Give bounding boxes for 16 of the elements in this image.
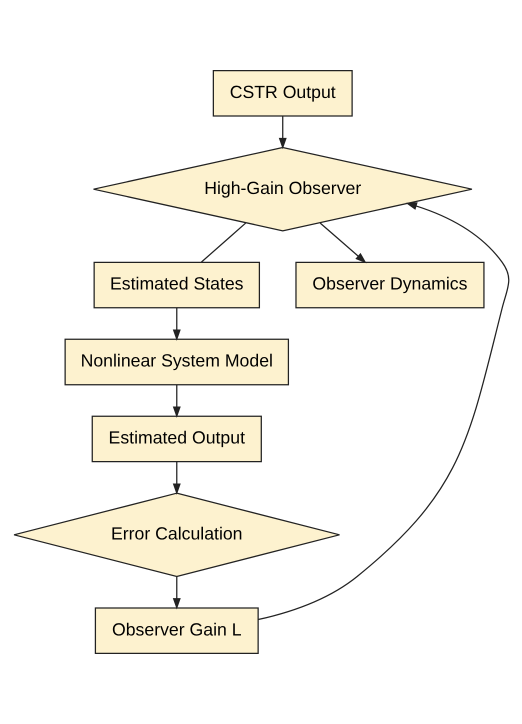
arrow xyxy=(172,462,180,495)
node-box: Estimated Output xyxy=(91,416,262,462)
arrow xyxy=(258,202,509,620)
node-box: Estimated States xyxy=(93,262,260,308)
node-diamond: High-Gain Observer xyxy=(92,146,472,232)
connector xyxy=(200,222,246,263)
arrow xyxy=(319,222,366,264)
arrow xyxy=(172,576,180,610)
node-box: Nonlinear System Model xyxy=(64,338,289,386)
arrow xyxy=(172,308,180,341)
node-box: Observer Dynamics xyxy=(294,262,484,308)
arrow xyxy=(172,384,180,418)
node-diamond: Error Calculation xyxy=(12,492,340,578)
arrow xyxy=(278,116,286,150)
node-box: Observer Gain L xyxy=(94,607,258,654)
node-box: CSTR Output xyxy=(212,70,352,117)
